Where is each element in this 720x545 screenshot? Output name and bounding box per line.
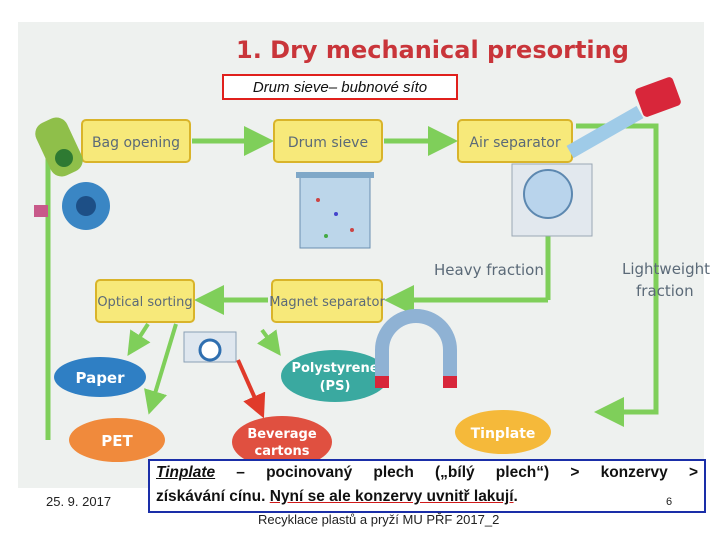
output-polystyrene-label-2: (PS) <box>320 379 351 394</box>
box-drum-sieve-label: Drum sieve <box>288 135 368 151</box>
drum-sieve-illustration <box>296 172 374 249</box>
box-bag-opening: Bag opening <box>81 119 191 163</box>
output-paper-label: Paper <box>75 369 125 387</box>
output-pet: PET <box>69 418 165 462</box>
slide-page-number: 6 <box>666 496 673 508</box>
output-polystyrene-label-1: Polystyrene <box>291 361 378 376</box>
optical-sensor-illustration <box>183 331 237 363</box>
drum-sieve-callout: Drum sieve – bubnové síto <box>222 74 458 100</box>
note-line-1: Tinplate – pocinovaný plech („bílý plech… <box>156 461 698 485</box>
note-term: Tinplate <box>156 464 216 481</box>
note-line2-start: získávání cínu. <box>156 488 270 505</box>
note-line2-end: . <box>513 488 518 505</box>
box-magnet-separator-label: Magnet separator <box>269 295 385 310</box>
output-beverage-label-2: cartons <box>254 444 309 459</box>
box-air-separator: Air separator <box>457 119 573 163</box>
output-beverage-label-1: Beverage <box>247 427 317 442</box>
box-magnet-separator: Magnet separator <box>269 279 385 323</box>
air-separator-illustration <box>511 77 681 237</box>
note-word: („bílý <box>435 464 475 481</box>
heavy-fraction-label: Heavy fraction <box>434 261 544 279</box>
lightweight-fraction-label-1: Lightweight <box>622 260 710 278</box>
magnet-illustration <box>375 309 457 388</box>
output-paper: Paper <box>54 357 146 397</box>
output-arrows <box>127 322 281 419</box>
note-line2-underlined: Nyní se ale konzervy uvnitř lakují <box>269 488 514 505</box>
box-optical-sorting-label: Optical sorting <box>97 295 192 310</box>
output-polystyrene: Polystyrene (PS) <box>281 350 389 402</box>
box-drum-sieve: Drum sieve <box>273 119 383 163</box>
note-word: – <box>236 464 245 481</box>
output-pet-label: PET <box>101 432 133 450</box>
lightweight-fraction-label-2: fraction <box>636 282 694 300</box>
note-line-2: získávání cínu. Nyní se ale konzervy uvn… <box>156 485 698 509</box>
box-optical-sorting: Optical sorting <box>95 279 195 323</box>
output-tinplate-label: Tinplate <box>471 426 536 442</box>
diagram-title: 1. Dry mechanical presorting <box>236 36 629 64</box>
note-word: plech“) <box>495 464 550 481</box>
tinplate-note: Tinplate – pocinovaný plech („bílý plech… <box>148 459 706 513</box>
note-word: > <box>570 464 580 481</box>
note-word: plech <box>373 464 414 481</box>
callout-term: Drum sieve <box>252 78 329 96</box>
box-air-separator-label: Air separator <box>469 135 560 151</box>
box-bag-opening-label: Bag opening <box>92 135 180 151</box>
slide-footer: Recyklace plastů a pryží MU PŘF 2017_2 <box>258 512 500 527</box>
slide-date: 25. 9. 2017 <box>46 494 112 509</box>
note-word: konzervy <box>600 464 668 481</box>
note-word: > <box>688 464 698 481</box>
output-beverage-cartons: Beverage cartons <box>232 416 332 468</box>
recycling-bin-illustration <box>34 117 110 230</box>
callout-translation: – bubnové síto <box>328 78 428 96</box>
output-tinplate: Tinplate <box>455 410 551 454</box>
note-word: pocinovaný <box>266 464 353 481</box>
